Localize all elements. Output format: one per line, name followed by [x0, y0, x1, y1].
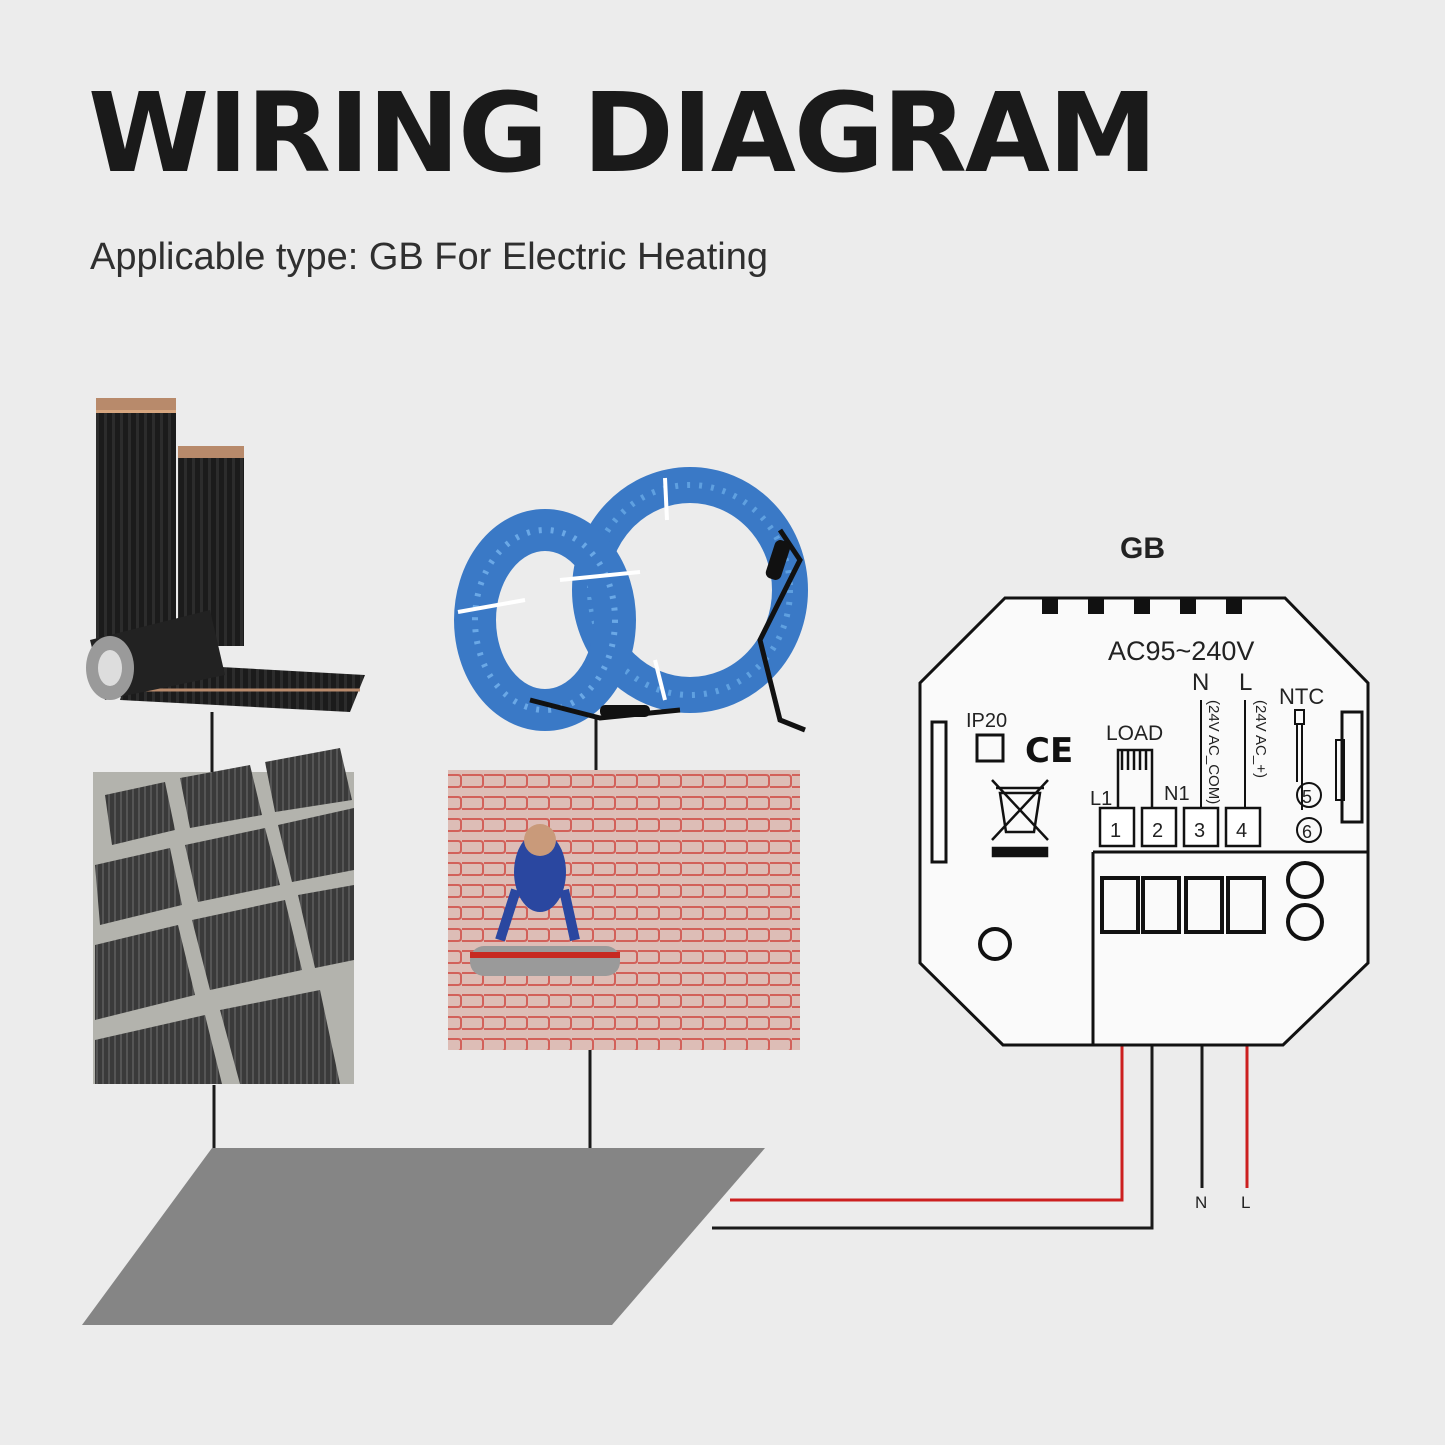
heating-film-floor-photo [93, 748, 354, 1084]
heating-cable-installation-photo [448, 770, 800, 1050]
ip-square-icon [975, 733, 1005, 763]
terminal-n-label: N [1192, 669, 1209, 696]
ac-plus-label: (24V AC_+) [1252, 700, 1269, 778]
terminal-3-number: 3 [1194, 820, 1205, 842]
load-label: LOAD [1106, 722, 1163, 745]
heating-film-rolls-photo [86, 398, 365, 712]
weee-bin-icon [991, 779, 1049, 858]
supply-n-label: N [1195, 1193, 1207, 1212]
ntc-terminal-5: 5 [1302, 787, 1312, 807]
terminal-4-number: 4 [1236, 820, 1247, 842]
supply-l-label: L [1241, 1193, 1250, 1212]
ntc-terminal-6: 6 [1302, 822, 1312, 842]
ce-mark-icon: CE [1025, 731, 1073, 771]
terminal-2-number: 2 [1152, 820, 1163, 842]
load-resistor-icon [1116, 748, 1154, 808]
ntc-sensor-icon [1294, 709, 1322, 843]
thermostat-back-panel: GB AC95~240V N L NTC (24V AC_COM) (24V A… [918, 532, 1370, 1047]
ntc-label: NTC [1279, 684, 1324, 709]
page-subtitle: Applicable type: GB For Electric Heating [90, 236, 768, 278]
terminal-n1-label: N1 [1164, 783, 1190, 805]
voltage-label: AC95~240V [1108, 636, 1254, 666]
heating-cable-coils-photo [454, 467, 808, 733]
model-label: GB [1120, 532, 1165, 565]
ac-com-label: (24V AC_COM) [1205, 700, 1222, 804]
wire-clamps [978, 861, 1324, 961]
page-title: WIRING DIAGRAM [88, 69, 1157, 197]
ip-rating-label: IP20 [966, 710, 1007, 732]
terminal-1-number: 1 [1110, 820, 1121, 842]
terminal-l1-label: L1 [1090, 788, 1112, 810]
heated-floor-plate [82, 1148, 765, 1325]
terminal-l-label: L [1239, 669, 1252, 696]
terminal-block: 1 2 3 4 [1098, 806, 1262, 848]
